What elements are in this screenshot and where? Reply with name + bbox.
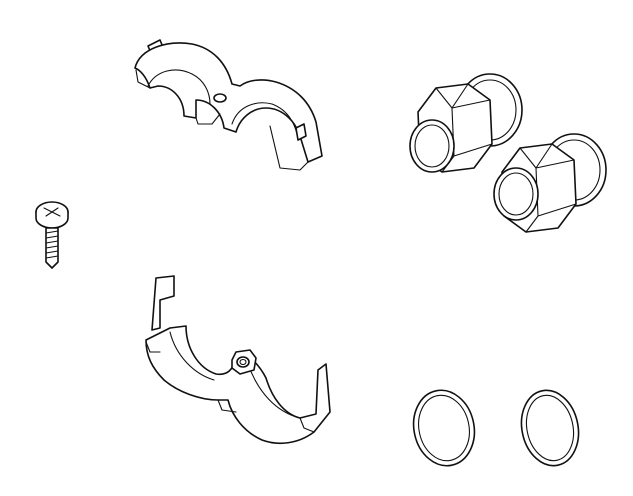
adapter-nut-left xyxy=(409,73,523,173)
o-ring-right xyxy=(520,389,580,467)
upper-clamp-half xyxy=(134,39,323,171)
adapter-nut-right xyxy=(493,133,607,233)
o-ring-left xyxy=(412,389,476,467)
lower-clamp-half xyxy=(145,275,331,445)
mounting-screw xyxy=(35,201,69,269)
